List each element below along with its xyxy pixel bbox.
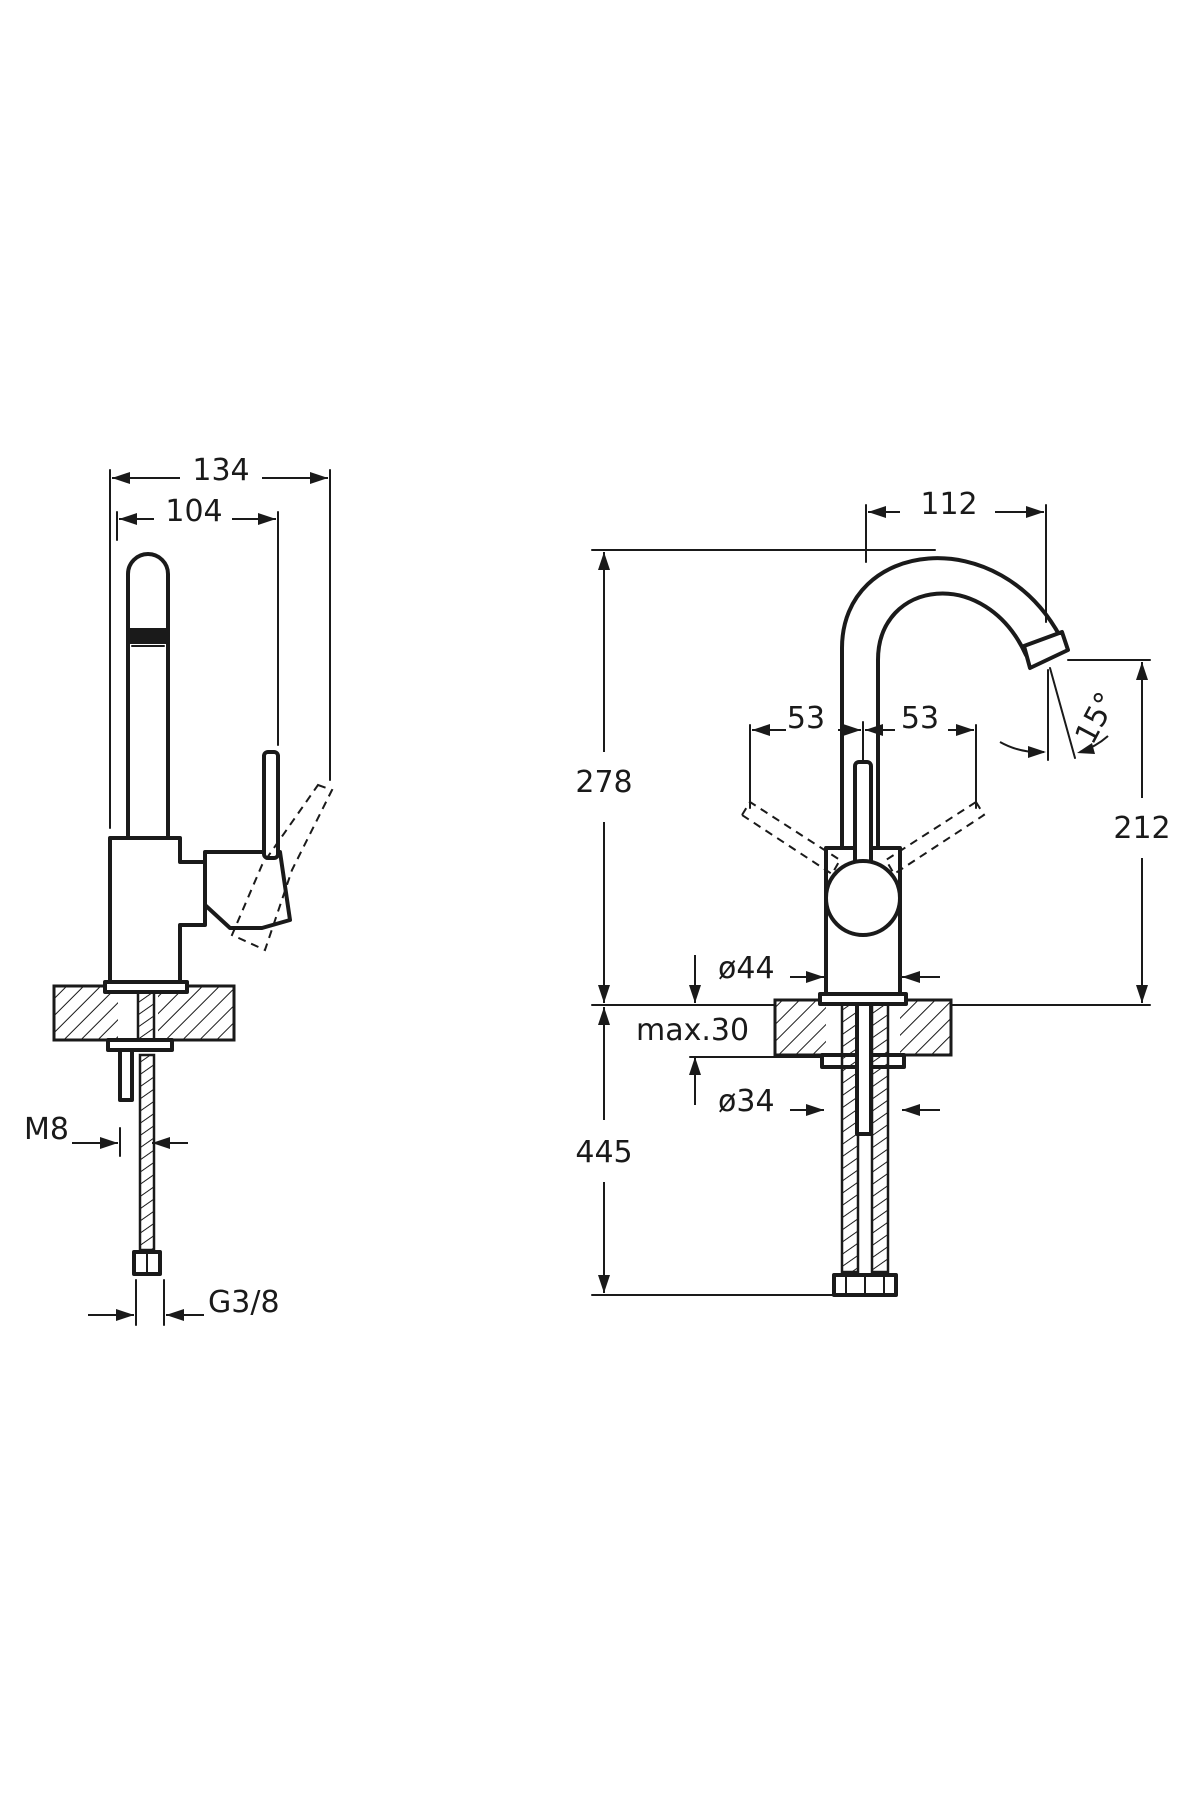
front-lever-swing-right — [884, 800, 986, 876]
side-flange — [103, 980, 189, 994]
side-lever-open-outline — [230, 783, 334, 952]
front-spout-tip — [1022, 630, 1070, 670]
dim-to-lever: 104 — [165, 494, 222, 529]
dim-lever-right: 53 — [901, 701, 939, 736]
dim-max-deck: max.30 — [636, 1013, 749, 1048]
front-lever-swing-left — [740, 800, 842, 876]
front-view: 112 278 212 53 53 — [575, 487, 1171, 1297]
side-body — [108, 836, 207, 984]
dim-hole-diameter: ø34 — [718, 1084, 775, 1119]
side-lever — [262, 750, 280, 860]
spout-angle: 15° — [1069, 687, 1125, 750]
dim-lever-left: 53 — [787, 701, 825, 736]
dim-body-diameter: ø44 — [718, 951, 775, 986]
dim-spout-reach: 112 — [920, 487, 977, 522]
dim-spout-height: 212 — [1113, 811, 1170, 846]
front-spout-outer — [840, 556, 1064, 854]
dim-total-height: 278 — [575, 765, 632, 800]
front-spout-inner — [876, 591, 1028, 854]
side-lever-base — [203, 850, 292, 930]
front-lever-hub — [824, 859, 902, 937]
side-aerator — [129, 628, 167, 644]
side-view: 134 104 M8 G3/8 — [24, 453, 334, 1326]
dim-overall-width: 134 — [192, 453, 249, 488]
front-hose-right — [870, 1002, 890, 1274]
connection-label: G3/8 — [208, 1285, 280, 1320]
side-spout — [126, 552, 170, 840]
thread-label: M8 — [24, 1112, 69, 1147]
dim-hose-length: 445 — [575, 1135, 632, 1170]
side-hose — [138, 1053, 156, 1252]
front-lever — [853, 760, 873, 868]
front-hose-left — [840, 1002, 860, 1274]
